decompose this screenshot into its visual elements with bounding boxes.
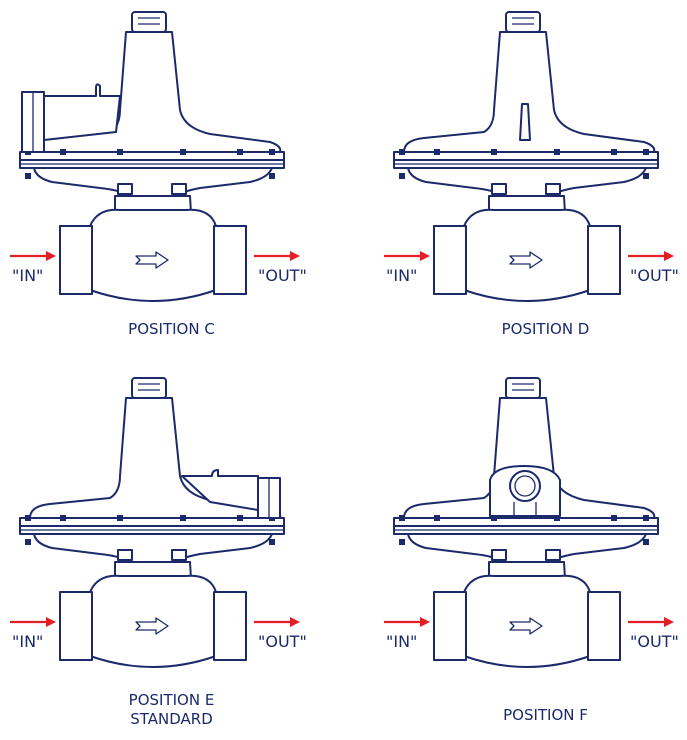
- caption-position-f: POSITION F: [374, 706, 687, 725]
- outlet-arrowhead: [664, 617, 674, 627]
- panel-position-c: "IN" "OUT" POSITION C: [0, 0, 343, 370]
- flange-bolt: [643, 515, 649, 521]
- neck-bolt-right: [171, 549, 187, 561]
- cap-nut: [131, 377, 167, 399]
- upper-flange: [393, 151, 659, 161]
- flange-bolt: [399, 149, 405, 155]
- in-label: "IN": [12, 632, 44, 651]
- out-label: "OUT": [630, 632, 679, 651]
- flange-bolt: [117, 515, 123, 521]
- neck-bolt-left: [491, 183, 507, 195]
- lower-case: [407, 533, 647, 563]
- neck-bolt-right: [545, 183, 561, 195]
- flange-bolt: [643, 149, 649, 155]
- flange-bolt: [434, 515, 440, 521]
- flange-bolt: [180, 515, 186, 521]
- neck-bolt-left: [491, 549, 507, 561]
- lower-case: [33, 533, 273, 563]
- flange-bolt: [180, 149, 186, 155]
- body-flow-arrow: [509, 251, 543, 269]
- inlet-connection: [433, 225, 467, 295]
- caption-position-c: POSITION C: [0, 320, 343, 339]
- inlet-connection: [433, 591, 467, 661]
- body-flow-arrow: [509, 617, 543, 635]
- caption-position-d: POSITION D: [374, 320, 687, 339]
- body-flow-arrow: [135, 251, 169, 269]
- flange-bolt: [399, 515, 405, 521]
- vent-rib: [519, 103, 531, 141]
- flange-bolt: [399, 173, 405, 179]
- flange-bolt: [60, 149, 66, 155]
- upper-flange: [393, 517, 659, 527]
- vent-port-inner: [514, 475, 536, 497]
- flange-bolt: [611, 515, 617, 521]
- flange-bolt: [554, 149, 560, 155]
- regulator-diagram-d: [384, 11, 674, 302]
- flange-bolt: [491, 515, 497, 521]
- inlet-arrowhead: [46, 617, 56, 627]
- inlet-connection: [59, 591, 93, 661]
- outlet-arrowhead: [290, 251, 300, 261]
- vent-housing: [43, 83, 121, 141]
- inlet-connection: [59, 225, 93, 295]
- panel-position-d: "IN" "OUT" POSITION D: [374, 0, 687, 370]
- cap-nut: [505, 377, 541, 399]
- cap-nut: [131, 11, 167, 33]
- neck-bolt-left: [117, 549, 133, 561]
- caption-position-e: POSITION E STANDARD: [0, 691, 343, 729]
- out-label: "OUT": [258, 632, 307, 651]
- lower-case: [407, 167, 647, 197]
- regulator-diagram-e: [10, 377, 300, 668]
- flange-bolt: [237, 515, 243, 521]
- upper-flange: [19, 517, 285, 527]
- body-flow-arrow: [135, 617, 169, 635]
- flange-bolt: [643, 539, 649, 545]
- outlet-connection: [213, 225, 247, 295]
- in-label: "IN": [12, 266, 44, 285]
- flange-bolt: [269, 173, 275, 179]
- inlet-arrowhead: [420, 617, 430, 627]
- in-label: "IN": [386, 632, 418, 651]
- flange-bolt: [237, 149, 243, 155]
- caption-line-2: STANDARD: [130, 710, 213, 728]
- flange-bolt: [117, 149, 123, 155]
- upper-flange: [19, 151, 285, 161]
- outlet-connection: [213, 591, 247, 661]
- flange-bolt: [269, 149, 275, 155]
- regulator-diagram-f: [384, 377, 674, 668]
- flange-bolt: [643, 173, 649, 179]
- cap-nut: [505, 11, 541, 33]
- regulator-diagram-c: [10, 11, 300, 302]
- outlet-arrowhead: [290, 617, 300, 627]
- flange-bolt: [491, 149, 497, 155]
- outlet-arrowhead: [664, 251, 674, 261]
- panel-position-f: "IN" "OUT" POSITION F: [374, 350, 687, 724]
- outlet-connection: [587, 591, 621, 661]
- outlet-connection: [587, 225, 621, 295]
- out-label: "OUT": [630, 266, 679, 285]
- lower-case: [33, 167, 273, 197]
- caption-line-1: POSITION D: [501, 320, 590, 338]
- flange-bolt: [434, 149, 440, 155]
- caption-line-1: POSITION C: [128, 320, 215, 338]
- caption-line-1: POSITION E: [128, 691, 215, 709]
- inlet-arrowhead: [46, 251, 56, 261]
- flange-bolt: [554, 515, 560, 521]
- out-label: "OUT": [258, 266, 307, 285]
- flange-bolt: [25, 173, 31, 179]
- flange-bolt: [269, 539, 275, 545]
- flange-bolt: [611, 149, 617, 155]
- panel-position-e: "IN" "OUT" POSITION E STANDARD: [0, 350, 343, 728]
- flange-bolt: [399, 539, 405, 545]
- neck-bolt-left: [117, 183, 133, 195]
- caption-line-1: POSITION F: [503, 706, 588, 724]
- neck-bolt-right: [171, 183, 187, 195]
- neck-bolt-right: [545, 549, 561, 561]
- flange-bolt: [60, 515, 66, 521]
- in-label: "IN": [386, 266, 418, 285]
- inlet-arrowhead: [420, 251, 430, 261]
- flange-bolt: [25, 539, 31, 545]
- flange-bolt: [25, 515, 31, 521]
